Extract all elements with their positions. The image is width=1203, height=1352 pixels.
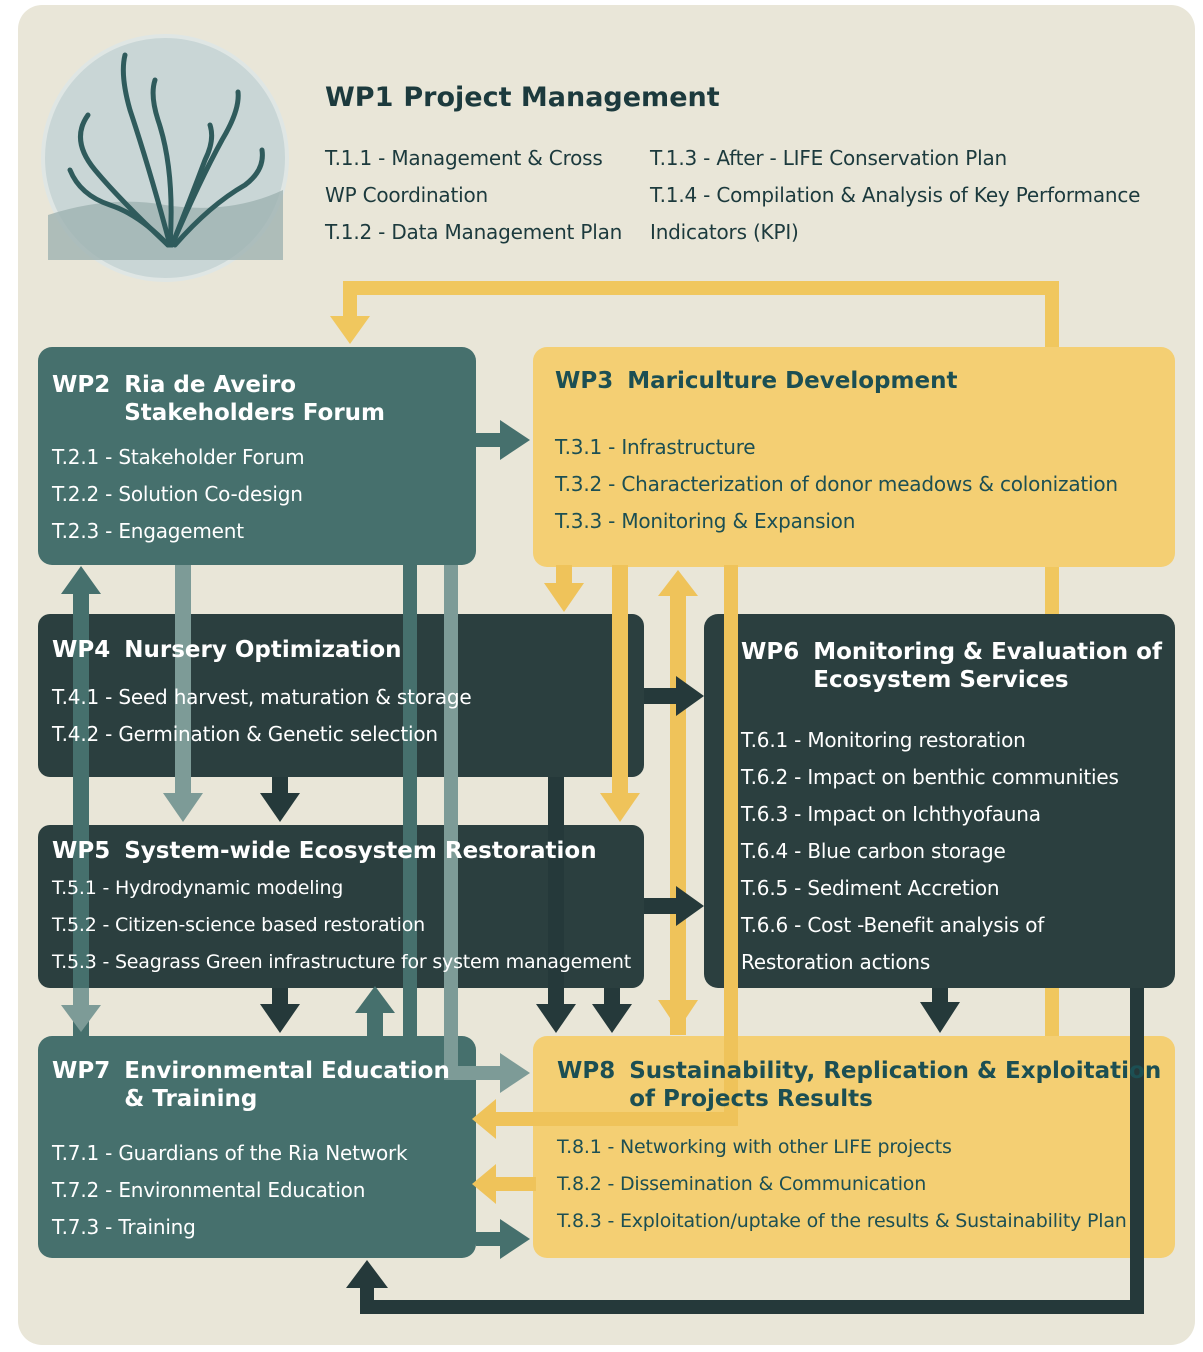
- wp2-tasks: T.2.1 - Stakeholder Forum T.2.2 - Soluti…: [52, 439, 305, 550]
- wp1-task: T.1.4 - Compilation & Analysis of Key Pe…: [650, 183, 1141, 207]
- wp2-code: WP2: [52, 372, 111, 398]
- wp6-task: T.6.6 - Cost -Benefit analysis of: [741, 913, 1045, 937]
- wp7-task: T.7.2 - Environmental Education: [52, 1178, 366, 1202]
- wp8-task: T.8.1 - Networking with other LIFE proje…: [557, 1136, 952, 1158]
- wp3-arrows: [472, 565, 738, 1204]
- wp6-heading: WP6 Monitoring & Evaluation of Ecosystem …: [741, 638, 1162, 694]
- wp5-task: T.5.2 - Citizen-science based restoratio…: [52, 914, 426, 936]
- wp5-code: WP5: [52, 838, 111, 864]
- wp2-heading: WP2 Ria de Aveiro Stakeholders Forum: [52, 371, 385, 427]
- wp1-task: T.1.1 - Management & Cross: [325, 146, 603, 170]
- wp3-code: WP3: [555, 368, 614, 394]
- wp6-tasks: T.6.1 - Monitoring restoration T.6.2 - I…: [741, 722, 1119, 981]
- wp5-tasks: T.5.1 - Hydrodynamic modeling T.5.2 - Ci…: [52, 870, 631, 981]
- wp2-task: T.2.1 - Stakeholder Forum: [52, 445, 305, 469]
- wp4-task: T.4.1 - Seed harvest, maturation & stora…: [52, 685, 472, 709]
- wp2-title: Ria de Aveiro Stakeholders Forum: [124, 372, 386, 426]
- wp5-title: System-wide Ecosystem Restoration: [124, 838, 597, 864]
- wp6-task: Restoration actions: [741, 950, 931, 974]
- wp1-title: Project Management: [403, 82, 720, 113]
- wp1-task: WP Coordination: [325, 183, 488, 207]
- wp4-code: WP4: [52, 637, 111, 663]
- wp2-task: T.2.2 - Solution Co-design: [52, 482, 303, 506]
- wp5-task: T.5.1 - Hydrodynamic modeling: [52, 877, 344, 899]
- wp2-light-arrows: [61, 565, 530, 1093]
- wp1-task: T.1.2 - Data Management Plan: [325, 220, 623, 244]
- arrow-head-wp2: [330, 316, 370, 344]
- wp7-arrows: [355, 986, 530, 1259]
- wp7-title: Environmental Education & Training: [124, 1058, 450, 1112]
- wp3-task: T.3.3 - Monitoring & Expansion: [555, 509, 856, 533]
- wp7-box: [38, 1036, 476, 1258]
- wp7-task: T.7.1 - Guardians of the Ria Network: [52, 1141, 408, 1165]
- wp8-title: Sustainability, Replication & Exploitati…: [629, 1058, 1162, 1112]
- wp5-task: T.5.3 - Seagrass Green infrastructure fo…: [52, 951, 631, 973]
- wp3-tasks: T.3.1 - Infrastructure T.3.2 - Character…: [555, 429, 1118, 540]
- wp1-heading: WP1 Project Management: [325, 82, 720, 114]
- wp1-col2: T.1.3 - After - LIFE Conservation Plan T…: [650, 140, 1140, 251]
- wp6-task: T.6.1 - Monitoring restoration: [741, 728, 1026, 752]
- wp3-task: T.3.1 - Infrastructure: [555, 435, 756, 459]
- wp3-box: [533, 347, 1175, 567]
- wp3-task: T.3.2 - Characterization of donor meadow…: [555, 472, 1118, 496]
- wp8-tasks: T.8.1 - Networking with other LIFE proje…: [557, 1129, 1127, 1240]
- wp6-task: T.6.2 - Impact on benthic communities: [741, 765, 1119, 789]
- wp6-task: T.6.5 - Sediment Accretion: [741, 876, 1000, 900]
- wp3-heading: WP3 Mariculture Development: [555, 367, 957, 395]
- wp7-task: T.7.3 - Training: [52, 1215, 196, 1239]
- wp1-task: T.1.3 - After - LIFE Conservation Plan: [650, 146, 1007, 170]
- wp3-title: Mariculture Development: [627, 368, 958, 394]
- wp8-task: T.8.2 - Dissemination & Communication: [557, 1173, 927, 1195]
- wp7-heading: WP7 Environmental Education & Training: [52, 1057, 450, 1113]
- wp1-col1: T.1.1 - Management & Cross WP Coordinati…: [325, 140, 622, 251]
- wp2-task: T.2.3 - Engagement: [52, 519, 244, 543]
- wp7-code: WP7: [52, 1058, 111, 1084]
- wp2-box: [38, 347, 476, 565]
- seagrass-icon: [41, 34, 289, 282]
- wp8-task: T.8.3 - Exploitation/uptake of the resul…: [557, 1210, 1127, 1232]
- wp5-box: [38, 825, 644, 988]
- wp4-task: T.4.2 - Germination & Genetic selection: [52, 722, 438, 746]
- wp7-tasks: T.7.1 - Guardians of the Ria Network T.7…: [52, 1135, 408, 1246]
- wp1-task: Indicators (KPI): [650, 220, 799, 244]
- wp6-box: [704, 614, 1175, 988]
- wp4-heading: WP4 Nursery Optimization: [52, 636, 402, 664]
- wp4-title: Nursery Optimization: [124, 637, 402, 663]
- wp5-heading: WP5 System-wide Ecosystem Restoration: [52, 837, 597, 865]
- wp6-task: T.6.4 - Blue carbon storage: [741, 839, 1006, 863]
- wp4-tasks: T.4.1 - Seed harvest, maturation & stora…: [52, 679, 472, 753]
- wp1-code: WP1: [325, 82, 394, 113]
- wp8-box: [533, 1036, 1175, 1258]
- wp6-title: Monitoring & Evaluation of Ecosystem Ser…: [813, 639, 1162, 693]
- wp8-heading: WP8 Sustainability, Replication & Exploit…: [557, 1057, 1161, 1113]
- wp2-arrows: [61, 420, 530, 1036]
- wp8-code: WP8: [557, 1058, 616, 1084]
- wp6-task: T.6.3 - Impact on Ichthyofauna: [741, 802, 1041, 826]
- dark-arrows: [260, 676, 1144, 1314]
- wp6-code: WP6: [741, 639, 800, 665]
